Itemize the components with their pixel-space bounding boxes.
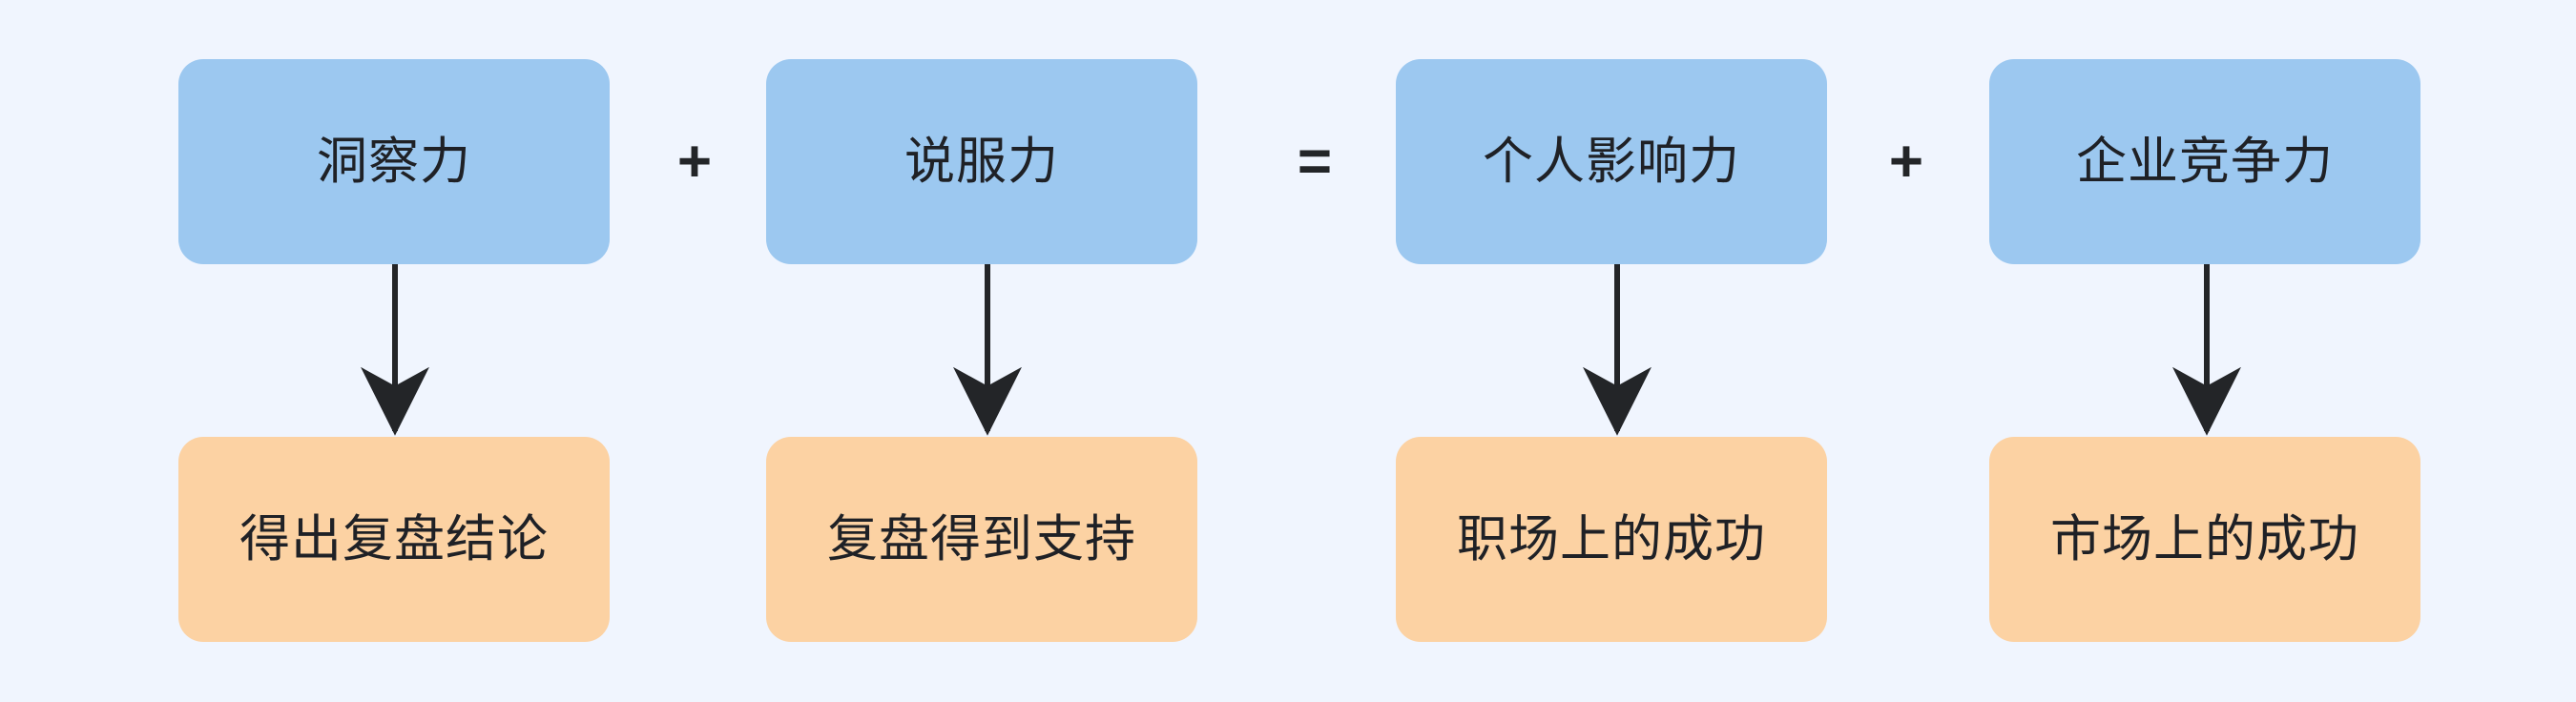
- node-insight-label: 洞察力: [317, 133, 471, 190]
- node-review-conclusion-label: 得出复盘结论: [239, 510, 549, 568]
- node-persuasion-label: 说服力: [904, 133, 1059, 190]
- node-review-support[interactable]: 复盘得到支持: [766, 437, 1197, 642]
- node-review-support-label: 复盘得到支持: [827, 510, 1136, 568]
- node-workplace-success[interactable]: 职场上的成功: [1396, 437, 1827, 642]
- operator-plus-icon-2: +: [1888, 129, 1924, 195]
- node-corporate-competitiveness-label: 企业竞争力: [2076, 133, 2334, 190]
- node-market-success-label: 市场上的成功: [2050, 510, 2359, 568]
- node-persuasion[interactable]: 说服力: [766, 59, 1197, 264]
- node-insight[interactable]: 洞察力: [178, 59, 610, 264]
- node-personal-influence[interactable]: 个人影响力: [1396, 59, 1827, 264]
- node-review-conclusion[interactable]: 得出复盘结论: [178, 437, 610, 642]
- node-personal-influence-label: 个人影响力: [1483, 133, 1740, 190]
- node-corporate-competitiveness[interactable]: 企业竞争力: [1989, 59, 2420, 264]
- operator-plus-icon-1: +: [676, 129, 713, 195]
- node-market-success[interactable]: 市场上的成功: [1989, 437, 2420, 642]
- operator-equals-icon: =: [1297, 129, 1333, 195]
- node-workplace-success-label: 职场上的成功: [1457, 510, 1766, 568]
